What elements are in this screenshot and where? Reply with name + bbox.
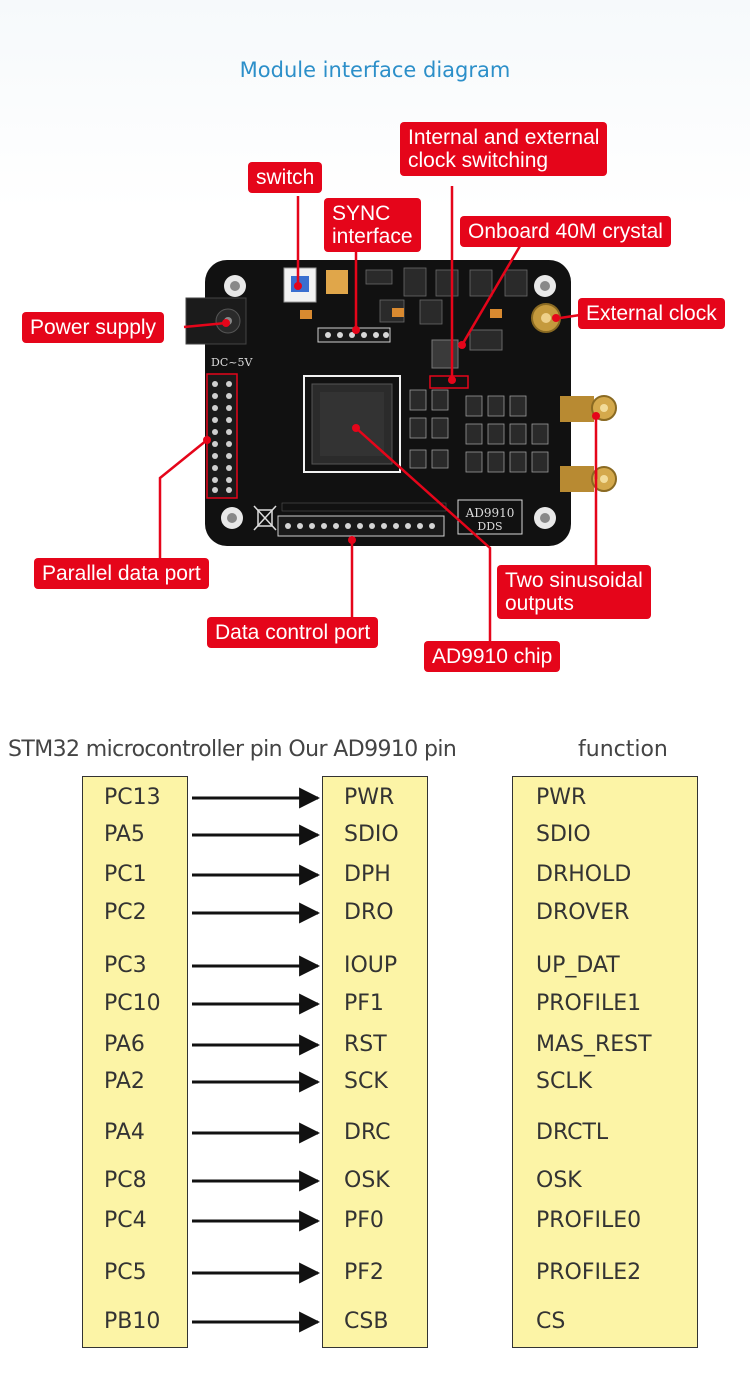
mcu-pin: PA6 (104, 1032, 145, 1057)
callout-leaders (158, 186, 598, 642)
function-label: OSK (536, 1168, 582, 1193)
ad9910-pin: PF1 (344, 991, 384, 1016)
module-interface-diagram: DC~5V AD9910 DDS (0, 0, 750, 700)
function-label: CS (536, 1309, 566, 1334)
mcu-pin: PA4 (104, 1120, 145, 1145)
ad9910-pin: RST (344, 1032, 387, 1057)
callout-clock-switching: Internal and external clock switching (400, 122, 608, 176)
callout-parallel-line: Parallel data port (42, 562, 201, 585)
callout-switch-line: switch (256, 166, 315, 189)
data-control-header-icon (277, 515, 445, 537)
ad9910-pin-box (322, 776, 428, 1348)
page-title: Module interface diagram (239, 58, 511, 82)
callout-crystal: Onboard 40M crystal (460, 216, 671, 247)
dc-label: DC~5V (211, 356, 253, 369)
callout-data-control: Data control port (207, 617, 379, 648)
callout-sinusoidal-line1: Two sinusoidal (505, 569, 643, 592)
ad9910-pin: PWR (344, 785, 395, 810)
function-label: PROFILE2 (536, 1260, 642, 1285)
ad9910-pin: PF0 (344, 1208, 384, 1233)
parallel-header-icon (206, 373, 238, 499)
header-mcu-ad-pins: STM32 microcontroller pin Our AD9910 pin (8, 737, 457, 762)
callout-sync-line1: SYNC (332, 202, 391, 225)
mcu-pin: PC5 (104, 1260, 147, 1285)
function-label: PROFILE0 (536, 1208, 642, 1233)
callout-sync-line2: interface (332, 225, 413, 248)
pcb-board (185, 260, 617, 546)
function-label: UP_DAT (536, 953, 620, 978)
callout-chip: AD9910 chip (424, 641, 561, 672)
mcu-pin: PB10 (104, 1309, 161, 1334)
ad9910-pin: SDIO (344, 822, 399, 847)
sma-connector-icon (531, 303, 561, 333)
callout-parallel: Parallel data port (34, 558, 209, 589)
callout-ext-clock: External clock (578, 298, 725, 329)
function-box (512, 776, 698, 1348)
capacitor-icon (326, 270, 348, 294)
mcu-pin: PC3 (104, 953, 147, 978)
board-chip-sub: DDS (477, 520, 502, 533)
ad9910-chip-icon (303, 375, 401, 473)
callout-switch: switch (248, 162, 323, 193)
mcu-pin: PC13 (104, 785, 161, 810)
mcu-pin: PC2 (104, 900, 147, 925)
header-function: function (578, 737, 668, 762)
function-label: PROFILE1 (536, 991, 642, 1016)
ad9910-pin: PF2 (344, 1260, 384, 1285)
ad9910-pin: SCK (344, 1069, 388, 1094)
callout-sinusoidal-line2: outputs (505, 592, 574, 615)
ad9910-pin: DPH (344, 862, 391, 887)
weee-icon (253, 505, 277, 531)
pin-mapping-table: STM32 microcontroller pin Our AD9910 pin… (0, 700, 750, 1400)
ad9910-pin: OSK (344, 1168, 390, 1193)
dc-jack-icon (185, 297, 247, 345)
function-label: DROVER (536, 900, 630, 925)
pin-arrows (192, 787, 321, 1333)
ad9910-pin: IOUP (344, 953, 398, 978)
function-label: MAS_REST (536, 1032, 652, 1057)
board-chip-label: AD9910 (465, 506, 515, 520)
callout-chip-line: AD9910 chip (432, 645, 553, 668)
ad9910-pin: DRC (344, 1120, 391, 1145)
function-label: SDIO (536, 822, 591, 847)
mcu-pin-box (82, 776, 188, 1348)
callout-clock-switching-line1: Internal and external (408, 126, 600, 149)
mounting-hole-icon (221, 275, 556, 529)
callout-power: Power supply (22, 312, 165, 343)
callout-sinusoidal: Two sinusoidal outputs (497, 565, 651, 619)
function-label: DRHOLD (536, 862, 632, 887)
ad9910-pin: CSB (344, 1309, 389, 1334)
callout-ext-clock-line: External clock (586, 302, 717, 325)
callout-data-control-line: Data control port (215, 621, 371, 644)
mcu-pin: PC4 (104, 1208, 147, 1233)
ad9910-pin: DRO (344, 900, 394, 925)
callout-power-line: Power supply (30, 316, 157, 339)
mcu-pin: PC1 (104, 862, 147, 887)
mcu-pin: PC8 (104, 1168, 147, 1193)
callout-sync: SYNC interface (324, 198, 421, 252)
crystal-icon (431, 339, 459, 369)
callout-clock-switching-line2: clock switching (408, 149, 549, 172)
mcu-pin: PC10 (104, 991, 161, 1016)
function-label: SCLK (536, 1069, 593, 1094)
function-label: DRCTL (536, 1120, 609, 1145)
callout-crystal-line: Onboard 40M crystal (468, 220, 663, 243)
mcu-pin: PA2 (104, 1069, 145, 1094)
mcu-pin: PA5 (104, 822, 145, 847)
function-label: PWR (536, 785, 587, 810)
